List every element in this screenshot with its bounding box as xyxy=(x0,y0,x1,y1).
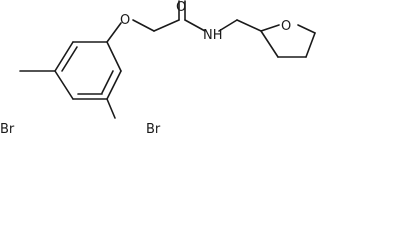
carbonyl-oxygen-label: O xyxy=(176,0,186,15)
bond-carbonyl-n xyxy=(184,19,206,32)
bond-ring-c3-c4 xyxy=(54,70,74,100)
bond-n-ch2 xyxy=(218,19,238,32)
bond-thf-c5-c4 xyxy=(305,32,316,58)
atom-labels: O O NH O Br Br xyxy=(0,0,291,137)
bond-ring-inner-1 xyxy=(101,70,114,94)
bromine-2-label: Br xyxy=(146,122,161,137)
bond-c2-br xyxy=(106,98,116,119)
bond-ring-c4-c5 xyxy=(54,41,74,72)
molecule-drawing: O O NH O Br Br xyxy=(0,0,316,137)
bond-ring-c1-c2 xyxy=(106,70,122,100)
bond-ch2-carbonyl xyxy=(153,19,180,32)
ring-oxygen-label: O xyxy=(281,19,291,34)
bond-thf-c2-o xyxy=(260,24,280,32)
bond-ring-inner-2 xyxy=(61,46,78,72)
amide-nitrogen-label: NH xyxy=(203,28,223,43)
bond-c6-oxygen xyxy=(106,22,122,43)
bond-ch2-ring xyxy=(236,19,262,32)
structure-diagram: O O NH O Br Br xyxy=(0,0,316,137)
bond-thf-o-c5 xyxy=(297,24,316,34)
ether-oxygen-label: O xyxy=(120,13,130,28)
bonds xyxy=(19,0,316,119)
bond-oxygen-ch2 xyxy=(132,19,155,32)
bond-ring-c6-c1 xyxy=(106,41,122,72)
bromine-4-label: Br xyxy=(0,122,15,137)
bond-thf-c3-c2 xyxy=(260,30,279,58)
